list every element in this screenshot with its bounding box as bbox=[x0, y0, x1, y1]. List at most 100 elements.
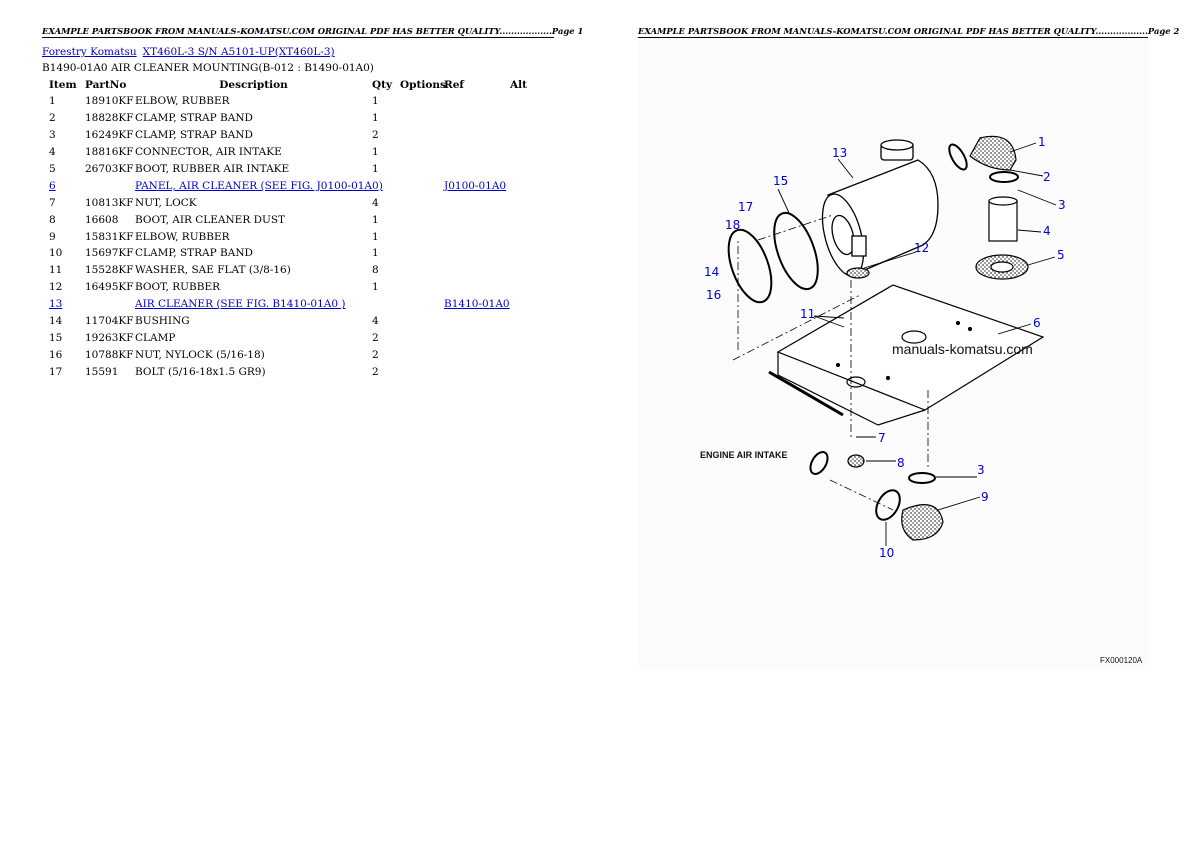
header-description: Description bbox=[219, 79, 288, 91]
qty-cell: 2 bbox=[372, 129, 379, 142]
description-cell: ELBOW, RUBBER bbox=[135, 95, 230, 108]
alt-cell bbox=[510, 194, 540, 211]
alt-cell bbox=[510, 177, 540, 194]
ref-cell: J0100-01A0 bbox=[444, 177, 510, 194]
alt-cell bbox=[510, 110, 540, 127]
options-cell bbox=[400, 127, 444, 144]
item-cell: 16 bbox=[49, 348, 63, 361]
breadcrumb-model-link[interactable]: XT460L-3 S/N A5101-UP(XT460L-3) bbox=[142, 46, 335, 58]
partno-cell bbox=[85, 296, 135, 313]
item-link[interactable]: 6 bbox=[49, 179, 56, 192]
alt-cell bbox=[510, 93, 540, 110]
options-cell bbox=[400, 245, 444, 262]
ref-cell bbox=[444, 262, 510, 279]
parts-diagram: 1 2 3 4 5 6 7 8 3 9 10 11 12 13 14 15 16… bbox=[638, 40, 1150, 670]
callout-5: 5 bbox=[1057, 248, 1065, 262]
item-cell: 2 bbox=[49, 112, 56, 125]
options-cell bbox=[400, 144, 444, 161]
item-cell: 10 bbox=[49, 247, 63, 260]
ref-cell bbox=[444, 144, 510, 161]
partno-cell: 16249KF bbox=[85, 129, 134, 142]
qty-cell: 1 bbox=[372, 247, 379, 260]
options-cell bbox=[400, 313, 444, 330]
partno-cell bbox=[85, 177, 135, 194]
partno-cell: 19263KF bbox=[85, 331, 134, 344]
description-cell: BOOT, AIR CLEANER DUST bbox=[135, 213, 286, 226]
item-cell: 4 bbox=[49, 146, 56, 159]
partno-cell: 18816KF bbox=[85, 146, 134, 159]
callout-13: 13 bbox=[832, 146, 847, 160]
desc-link[interactable]: AIR CLEANER (SEE FIG. B1410-01A0 ) bbox=[135, 298, 346, 311]
description-cell: BOLT (5/16-18x1.5 GR9) bbox=[135, 365, 266, 378]
callout-leaders bbox=[777, 142, 1057, 546]
ref-cell bbox=[444, 279, 510, 296]
ref-cell bbox=[444, 211, 510, 228]
ref-link[interactable]: B1410-01A0 bbox=[444, 298, 510, 311]
options-cell bbox=[400, 177, 444, 194]
strap-clamps bbox=[727, 211, 819, 304]
exploded-view-drawing: 1 2 3 4 5 6 7 8 3 9 10 11 12 13 14 15 16… bbox=[638, 40, 1150, 670]
options-cell bbox=[400, 161, 444, 178]
ref-cell bbox=[444, 93, 510, 110]
alt-cell bbox=[510, 161, 540, 178]
watermark-text: manuals-komatsu.com bbox=[892, 341, 1033, 357]
header-options: Options bbox=[400, 79, 446, 91]
callout-11: 11 bbox=[800, 307, 815, 321]
options-cell bbox=[400, 346, 444, 363]
item-cell: 11 bbox=[49, 264, 63, 277]
qty-cell bbox=[372, 296, 400, 313]
item-cell: 9 bbox=[49, 230, 56, 243]
partno-cell: 16495KF bbox=[85, 281, 134, 294]
page-header-right: EXAMPLE PARTSBOOK FROM MANUALS-KOMATSU.C… bbox=[638, 26, 1180, 38]
description-cell: CLAMP, STRAP BAND bbox=[135, 129, 253, 142]
partno-cell: 10813KF bbox=[85, 196, 134, 209]
item-cell: 7 bbox=[49, 196, 56, 209]
ref-cell bbox=[444, 228, 510, 245]
qty-cell: 1 bbox=[372, 213, 379, 226]
qty-cell: 1 bbox=[372, 146, 379, 159]
description-cell: NUT, LOCK bbox=[135, 196, 197, 209]
qty-cell: 4 bbox=[372, 196, 379, 209]
qty-cell: 1 bbox=[372, 281, 379, 294]
header-qty: Qty bbox=[372, 79, 393, 91]
ref-cell bbox=[444, 329, 510, 346]
callout-1: 1 bbox=[1038, 135, 1046, 149]
partno-cell: 18910KF bbox=[85, 95, 134, 108]
ref-cell: B1410-01A0 bbox=[444, 296, 510, 313]
callout-2: 2 bbox=[1043, 170, 1051, 184]
ref-link[interactable]: J0100-01A0 bbox=[444, 179, 507, 192]
engine-air-intake-label: ENGINE AIR INTAKE bbox=[700, 450, 788, 460]
item-cell: 13 bbox=[42, 296, 85, 313]
callout-16: 16 bbox=[706, 288, 721, 302]
breadcrumb-brand-link[interactable]: Forestry Komatsu bbox=[42, 46, 137, 58]
description-cell: CLAMP, STRAP BAND bbox=[135, 112, 253, 125]
options-cell bbox=[400, 194, 444, 211]
breadcrumb: Forestry Komatsu XT460L-3 S/N A5101-UP(XT… bbox=[42, 46, 335, 58]
alt-cell bbox=[510, 211, 540, 228]
item-cell: 3 bbox=[49, 129, 56, 142]
description-cell: BOOT, RUBBER bbox=[135, 281, 221, 294]
figure-code: FX000120A bbox=[1100, 656, 1143, 665]
item-link[interactable]: 13 bbox=[49, 298, 63, 311]
air-cleaner-panel bbox=[768, 284, 1045, 426]
options-cell bbox=[400, 363, 444, 380]
partno-cell: 11704KF bbox=[85, 315, 134, 328]
qty-cell: 2 bbox=[372, 331, 379, 344]
callout-10: 10 bbox=[879, 546, 894, 560]
qty-cell: 2 bbox=[372, 348, 379, 361]
description-cell: PANEL, AIR CLEANER (SEE FIG. J0100-01A0) bbox=[135, 177, 383, 194]
header-partno: PartNo bbox=[85, 79, 127, 91]
ref-cell bbox=[444, 346, 510, 363]
desc-link[interactable]: PANEL, AIR CLEANER (SEE FIG. J0100-01A0) bbox=[135, 179, 383, 192]
callout-14: 14 bbox=[704, 265, 719, 279]
alt-cell bbox=[510, 329, 540, 346]
table-row: 6 PANEL, AIR CLEANER (SEE FIG. J0100-01A0… bbox=[42, 177, 540, 194]
